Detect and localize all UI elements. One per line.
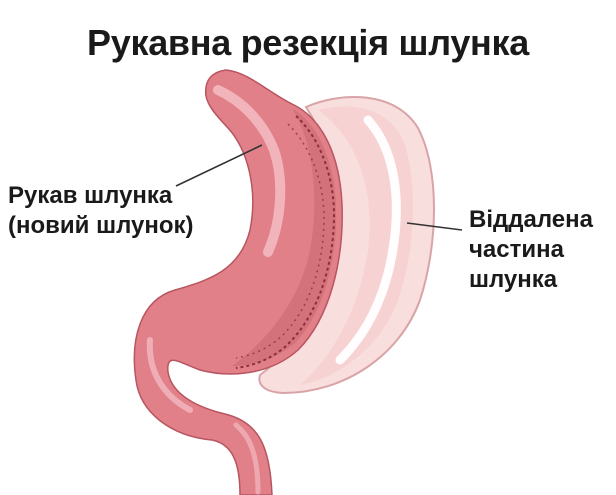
duodenum-tube-highlight	[233, 422, 261, 495]
duodenum-highlight	[146, 337, 193, 413]
removed-portion-shading	[300, 106, 414, 385]
diagram-title: Рукавна резекція шлунка	[87, 22, 529, 63]
removed-stomach-portion	[258, 95, 435, 395]
sleeve-label-line2: (новий шлунок)	[8, 212, 194, 239]
removed-label: Віддалена частина шлунка	[469, 205, 593, 295]
removed-label-line2: частина	[469, 236, 564, 263]
sleeve-highlight	[213, 85, 286, 257]
staple-line	[235, 115, 336, 369]
sleeve-label-leader	[175, 144, 263, 187]
sleeve-label: Рукав шлунка (новий шлунок)	[8, 181, 194, 241]
removed-label-line1: Віддалена	[469, 206, 593, 233]
sleeve-stomach	[133, 69, 343, 495]
removed-label-line3: шлунка	[469, 266, 558, 293]
sleeve-shading	[232, 108, 337, 366]
staple-line-inner	[235, 123, 325, 359]
removed-portion-highlight	[335, 115, 401, 365]
sleeve-body	[133, 69, 343, 495]
removed-label-leader	[406, 222, 463, 231]
sleeve-label-line1: Рукав шлунка	[8, 182, 173, 209]
